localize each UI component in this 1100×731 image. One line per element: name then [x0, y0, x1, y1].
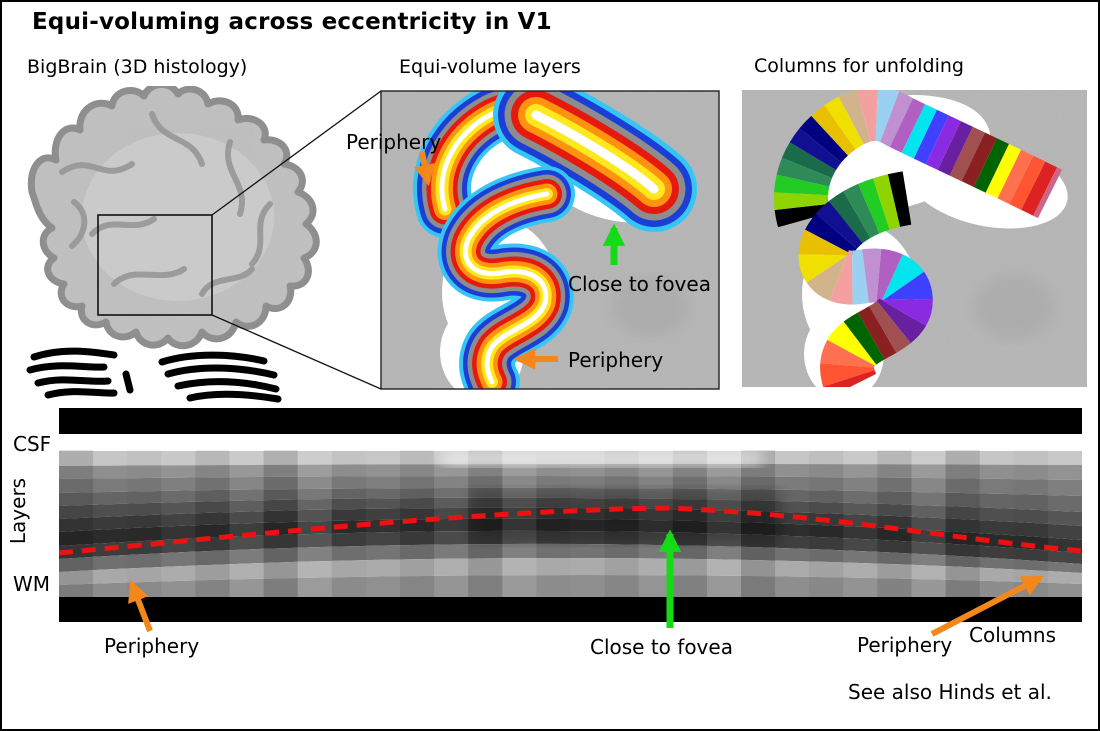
label-bigbrain: BigBrain (3D histology) [27, 56, 248, 78]
unfolded-strip [59, 408, 1082, 622]
annotation-close-to-fovea-strip: Close to fovea [590, 635, 733, 659]
axis-label-wm: WM [13, 572, 51, 596]
annotation-columns: Columns [969, 623, 1057, 647]
panel-columns [742, 90, 1087, 387]
strip-top-black-bar [59, 408, 1082, 434]
columns-ribbon [774, 90, 1063, 387]
strip-csf-row [59, 434, 1082, 451]
zoom-connector-lines [211, 90, 382, 390]
cerebellum-folia [26, 347, 282, 403]
axis-label-layers: Layers [6, 477, 30, 545]
annotation-periphery-strip-right: Periphery [857, 633, 953, 657]
arrow-periphery-strip-right [930, 575, 1044, 637]
strip-layer-bands [59, 451, 1082, 597]
label-columns-panel: Columns for unfolding [754, 55, 964, 77]
roi-box [97, 214, 213, 316]
annotation-periphery-strip-left: Periphery [104, 634, 200, 658]
strip-bottom-black-bar [59, 597, 1082, 622]
panel-bigbrain [26, 86, 320, 403]
panel-equivolume [381, 91, 719, 389]
annotation-close-to-fovea-panel: Close to fovea [568, 272, 711, 296]
equi-volume-ribbon [413, 91, 697, 389]
figure-title: Equi-voluming across eccentricity in V1 [32, 9, 552, 35]
citation: See also Hinds et al. [848, 680, 1052, 704]
arrow-periphery-strip-left [128, 579, 153, 633]
label-equivolume: Equi-volume layers [399, 56, 581, 78]
equivolume-red-dashed-line [59, 505, 1082, 556]
arrow-periphery-top [414, 151, 436, 187]
annotation-periphery-bottom: Periphery [568, 348, 664, 372]
panel-equivolume-border [380, 90, 720, 390]
annotation-periphery-top: Periphery [346, 130, 442, 154]
axis-label-csf: CSF [13, 432, 52, 456]
